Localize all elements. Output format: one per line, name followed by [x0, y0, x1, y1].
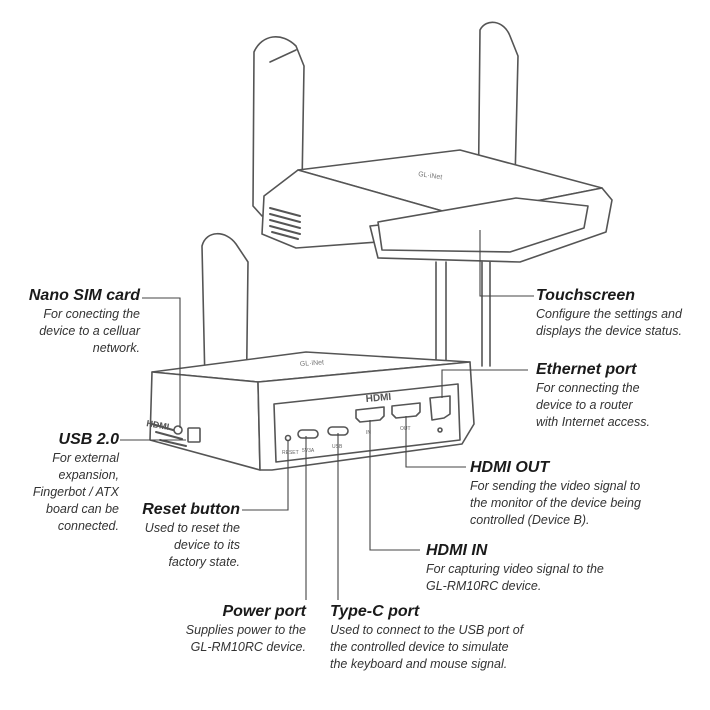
hdmi-in-label: IN: [366, 430, 371, 436]
nano-sim-slot: [173, 425, 183, 435]
usb2-title: USB 2.0: [58, 431, 119, 448]
usb2-desc-4: board can be: [46, 502, 119, 516]
callout-hdmi-in: HDMI IN For capturing video signal to th…: [426, 541, 696, 595]
top-unit-logo: GL·iNet: [418, 171, 443, 181]
reset-title: Reset button: [142, 501, 240, 518]
leader-hdmi-in: [369, 420, 420, 551]
power-desc-1: Supplies power to the: [185, 623, 306, 637]
leader-ethernet: [441, 369, 528, 398]
leader-reset: [242, 440, 289, 511]
power-usb-c-port: [297, 429, 319, 439]
hdmi-out-desc-2: the monitor of the device being: [470, 496, 641, 510]
callout-typec: Type-C port Used to connect to the USB p…: [330, 602, 570, 673]
usb2-desc-1: For external: [52, 451, 119, 465]
ethernet-title: Ethernet port: [536, 361, 637, 378]
nano-sim-desc-1: For conecting the: [43, 307, 140, 321]
reset-port-label: RESET: [282, 450, 299, 456]
nano-sim-desc-2: device to a celluar: [39, 324, 140, 338]
ethernet-desc-1: For connecting the: [536, 381, 640, 395]
usb2-desc-2: expansion,: [58, 468, 119, 482]
side-hdmi-logo: HDMI: [146, 418, 170, 432]
usb-2-port: [187, 427, 201, 443]
hdmi-out-title: HDMI OUT: [470, 459, 550, 476]
ethernet-desc-3: with Internet access.: [536, 415, 650, 429]
hdmi-out-desc-1: For sending the video signal to: [470, 479, 641, 493]
reset-hole: [284, 434, 292, 442]
callout-hdmi-out: HDMI OUT For sending the video signal to…: [470, 458, 706, 529]
callout-nano-sim: Nano SIM card For conecting the device t…: [4, 286, 140, 357]
usb2-desc-5: connected.: [57, 519, 119, 533]
top-unit-vent: [269, 207, 301, 240]
typec-title: Type-C port: [330, 603, 420, 620]
leader-touchscreen: [479, 230, 534, 297]
reset-desc-3: factory state.: [168, 555, 240, 569]
callout-power: Power port Supplies power to the GL-RM10…: [150, 602, 306, 656]
power-port-label: 5V3A: [302, 448, 315, 454]
hdmi-out-label: OUT: [400, 426, 411, 432]
touchscreen-desc-1: Configure the settings and: [536, 307, 682, 321]
hdmi-out-desc-3: controlled (Device B).: [470, 513, 590, 527]
reset-desc-1: Used to reset the: [144, 521, 240, 535]
typec-desc-1: Used to connect to the USB port of: [330, 623, 524, 637]
callout-usb2: USB 2.0 For external expansion, Fingerbo…: [4, 430, 119, 535]
nano-sim-desc-3: network.: [92, 341, 140, 355]
callout-touchscreen: Touchscreen Configure the settings and d…: [536, 286, 708, 340]
hdmi-in-title: HDMI IN: [426, 542, 488, 559]
callout-reset: Reset button Used to reset the device to…: [100, 500, 240, 571]
reset-desc-2: device to its: [173, 538, 240, 552]
top-unit: [252, 21, 613, 367]
touchscreen-title: Touchscreen: [536, 287, 635, 304]
typec-desc-3: the keyboard and mouse signal.: [330, 657, 508, 671]
power-desc-2: GL-RM10RC device.: [190, 640, 306, 654]
callout-ethernet: Ethernet port For connecting the device …: [536, 360, 706, 431]
rear-hdmi-logo: HDMI: [365, 392, 392, 405]
leader-nano-sim: [142, 297, 181, 428]
hdmi-in-desc-2: GL-RM10RC device.: [426, 579, 542, 593]
hdmi-out-port: [391, 402, 421, 419]
touchscreen-desc-2: displays the device status.: [536, 324, 682, 338]
hdmi-in-port: [355, 406, 385, 423]
ethernet-desc-2: device to a router: [536, 398, 633, 412]
ethernet-port: [429, 395, 451, 421]
bottom-unit-logo: GL·iNet: [300, 359, 325, 368]
typec-desc-2: the controlled device to simulate: [330, 640, 509, 654]
bottom-unit: [149, 232, 475, 471]
nano-sim-title: Nano SIM card: [28, 287, 140, 304]
hdmi-in-desc-1: For capturing video signal to the: [426, 562, 604, 576]
power-title: Power port: [222, 603, 306, 620]
usb2-desc-3: Fingerbot / ATX: [32, 485, 119, 499]
leader-hdmi-out: [405, 416, 466, 468]
